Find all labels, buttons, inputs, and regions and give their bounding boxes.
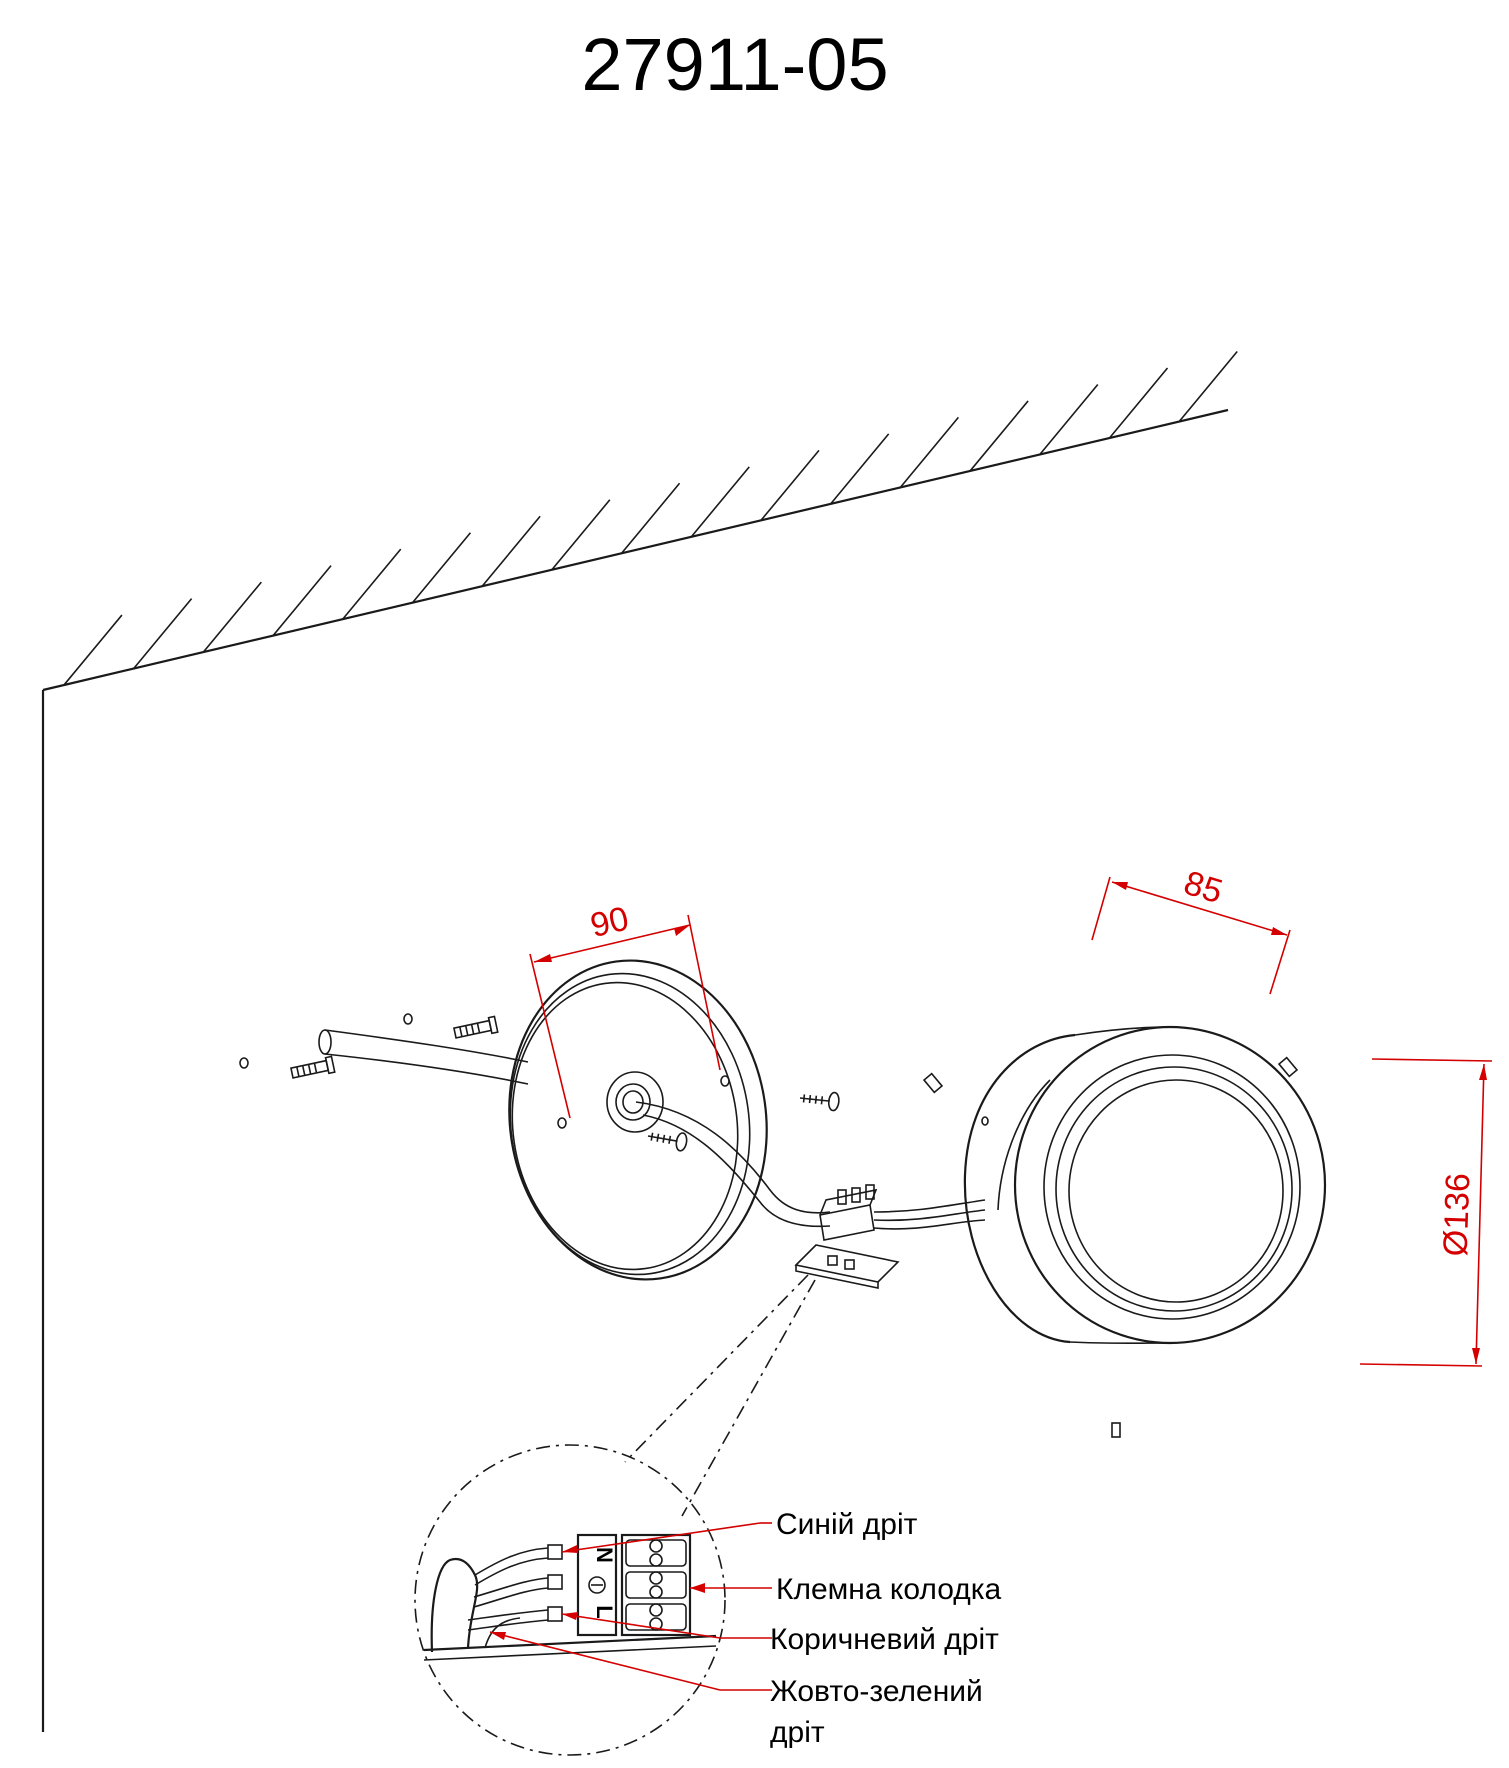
label-terminal-block: Клемна колодка bbox=[776, 1573, 1002, 1606]
hatch-line bbox=[481, 515, 541, 587]
detail-leaders bbox=[624, 1274, 816, 1517]
label-ground-wire-1: Жовто-зелений bbox=[770, 1675, 983, 1708]
hatch-line bbox=[411, 532, 472, 604]
label-blue-wire: Синій дріт bbox=[776, 1508, 918, 1541]
supply-cable bbox=[318, 1029, 529, 1085]
ceiling-hatching bbox=[63, 351, 1238, 686]
hatch-line bbox=[899, 416, 959, 488]
dimension-label: 90 bbox=[587, 900, 632, 946]
hatch-line bbox=[342, 548, 402, 620]
hatch-line bbox=[272, 565, 332, 637]
terminal-block-part bbox=[819, 1184, 986, 1241]
label-brown-wire: Коричневий дріт bbox=[770, 1623, 999, 1656]
hatch-line bbox=[760, 449, 820, 521]
model-number-title: 27911-05 bbox=[581, 23, 888, 106]
hatch-line bbox=[1178, 351, 1238, 423]
label-ground-wire-2: дріт bbox=[770, 1716, 825, 1749]
hatch-line bbox=[1108, 367, 1169, 439]
driver-board bbox=[794, 1244, 900, 1289]
grub-screws bbox=[922, 1056, 1299, 1438]
hatch-line bbox=[620, 482, 681, 554]
lamp-body bbox=[963, 1025, 1327, 1345]
dimension-85: 85 bbox=[1091, 864, 1291, 995]
dimension-label: Ø136 bbox=[1437, 1172, 1478, 1256]
dimension-diameter: Ø136 bbox=[1359, 1058, 1493, 1367]
hatch-line bbox=[202, 581, 262, 653]
hatch-line bbox=[1039, 383, 1099, 455]
callout-leaders bbox=[489, 1522, 772, 1691]
hatch-line bbox=[63, 614, 123, 686]
terminal-mark-l: L bbox=[592, 1605, 617, 1618]
wall-anchors bbox=[239, 1013, 499, 1079]
hatch-line bbox=[969, 400, 1029, 472]
hatch-line bbox=[830, 433, 890, 505]
hatch-line bbox=[551, 499, 611, 571]
terminal-mark-n: N bbox=[592, 1547, 617, 1563]
wall-plug-icon bbox=[290, 1055, 336, 1079]
hatch-line bbox=[690, 466, 750, 538]
wiring-detail: N L bbox=[414, 1444, 726, 1756]
screw-icon bbox=[647, 1132, 688, 1152]
screw-icon bbox=[799, 1091, 840, 1112]
dimension-90: 90 bbox=[529, 900, 721, 1119]
wall-plug-icon bbox=[453, 1015, 499, 1039]
hatch-line bbox=[133, 598, 193, 670]
ceiling-wall bbox=[41, 351, 1238, 1732]
internal-cable bbox=[635, 1101, 831, 1228]
mounting-plate bbox=[508, 959, 840, 1281]
